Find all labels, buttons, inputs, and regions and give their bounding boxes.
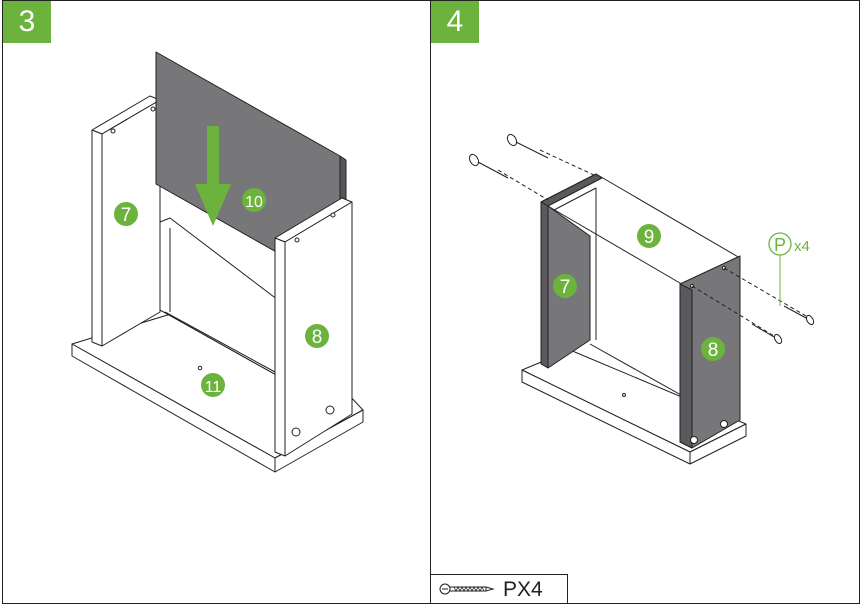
svg-text:11: 11 <box>205 379 222 396</box>
step-4-assembly <box>468 133 815 465</box>
screw-icon <box>439 583 495 595</box>
part-label-11: 11 <box>201 373 225 397</box>
step-3-assembly <box>71 51 364 473</box>
svg-text:8: 8 <box>708 340 719 361</box>
part-label-9: 9 <box>637 224 661 248</box>
svg-text:8: 8 <box>312 327 323 348</box>
step-number: 3 <box>3 1 51 43</box>
part-label-8: 8 <box>701 337 725 361</box>
screw-icon <box>468 133 815 345</box>
part-label-7: 7 <box>553 274 577 298</box>
part-label-10: 10 <box>242 188 266 212</box>
svg-text:10: 10 <box>245 194 263 211</box>
svg-text:P: P <box>774 235 786 255</box>
svg-text:9: 9 <box>644 227 655 248</box>
legend-quantity: PX4 <box>503 578 543 601</box>
hardware-legend: PX4 <box>430 574 568 604</box>
step-4-panel: 4 <box>430 0 860 604</box>
svg-text:7: 7 <box>121 205 132 226</box>
hardware-callout: P x4 <box>768 232 810 256</box>
svg-text:x4: x4 <box>794 238 810 255</box>
step-number: 4 <box>431 1 479 43</box>
part-label-8: 8 <box>305 324 329 348</box>
svg-text:7: 7 <box>560 277 571 298</box>
part-label-7: 7 <box>114 202 138 226</box>
screw-guide-lines <box>497 149 807 337</box>
down-arrow <box>195 126 231 226</box>
